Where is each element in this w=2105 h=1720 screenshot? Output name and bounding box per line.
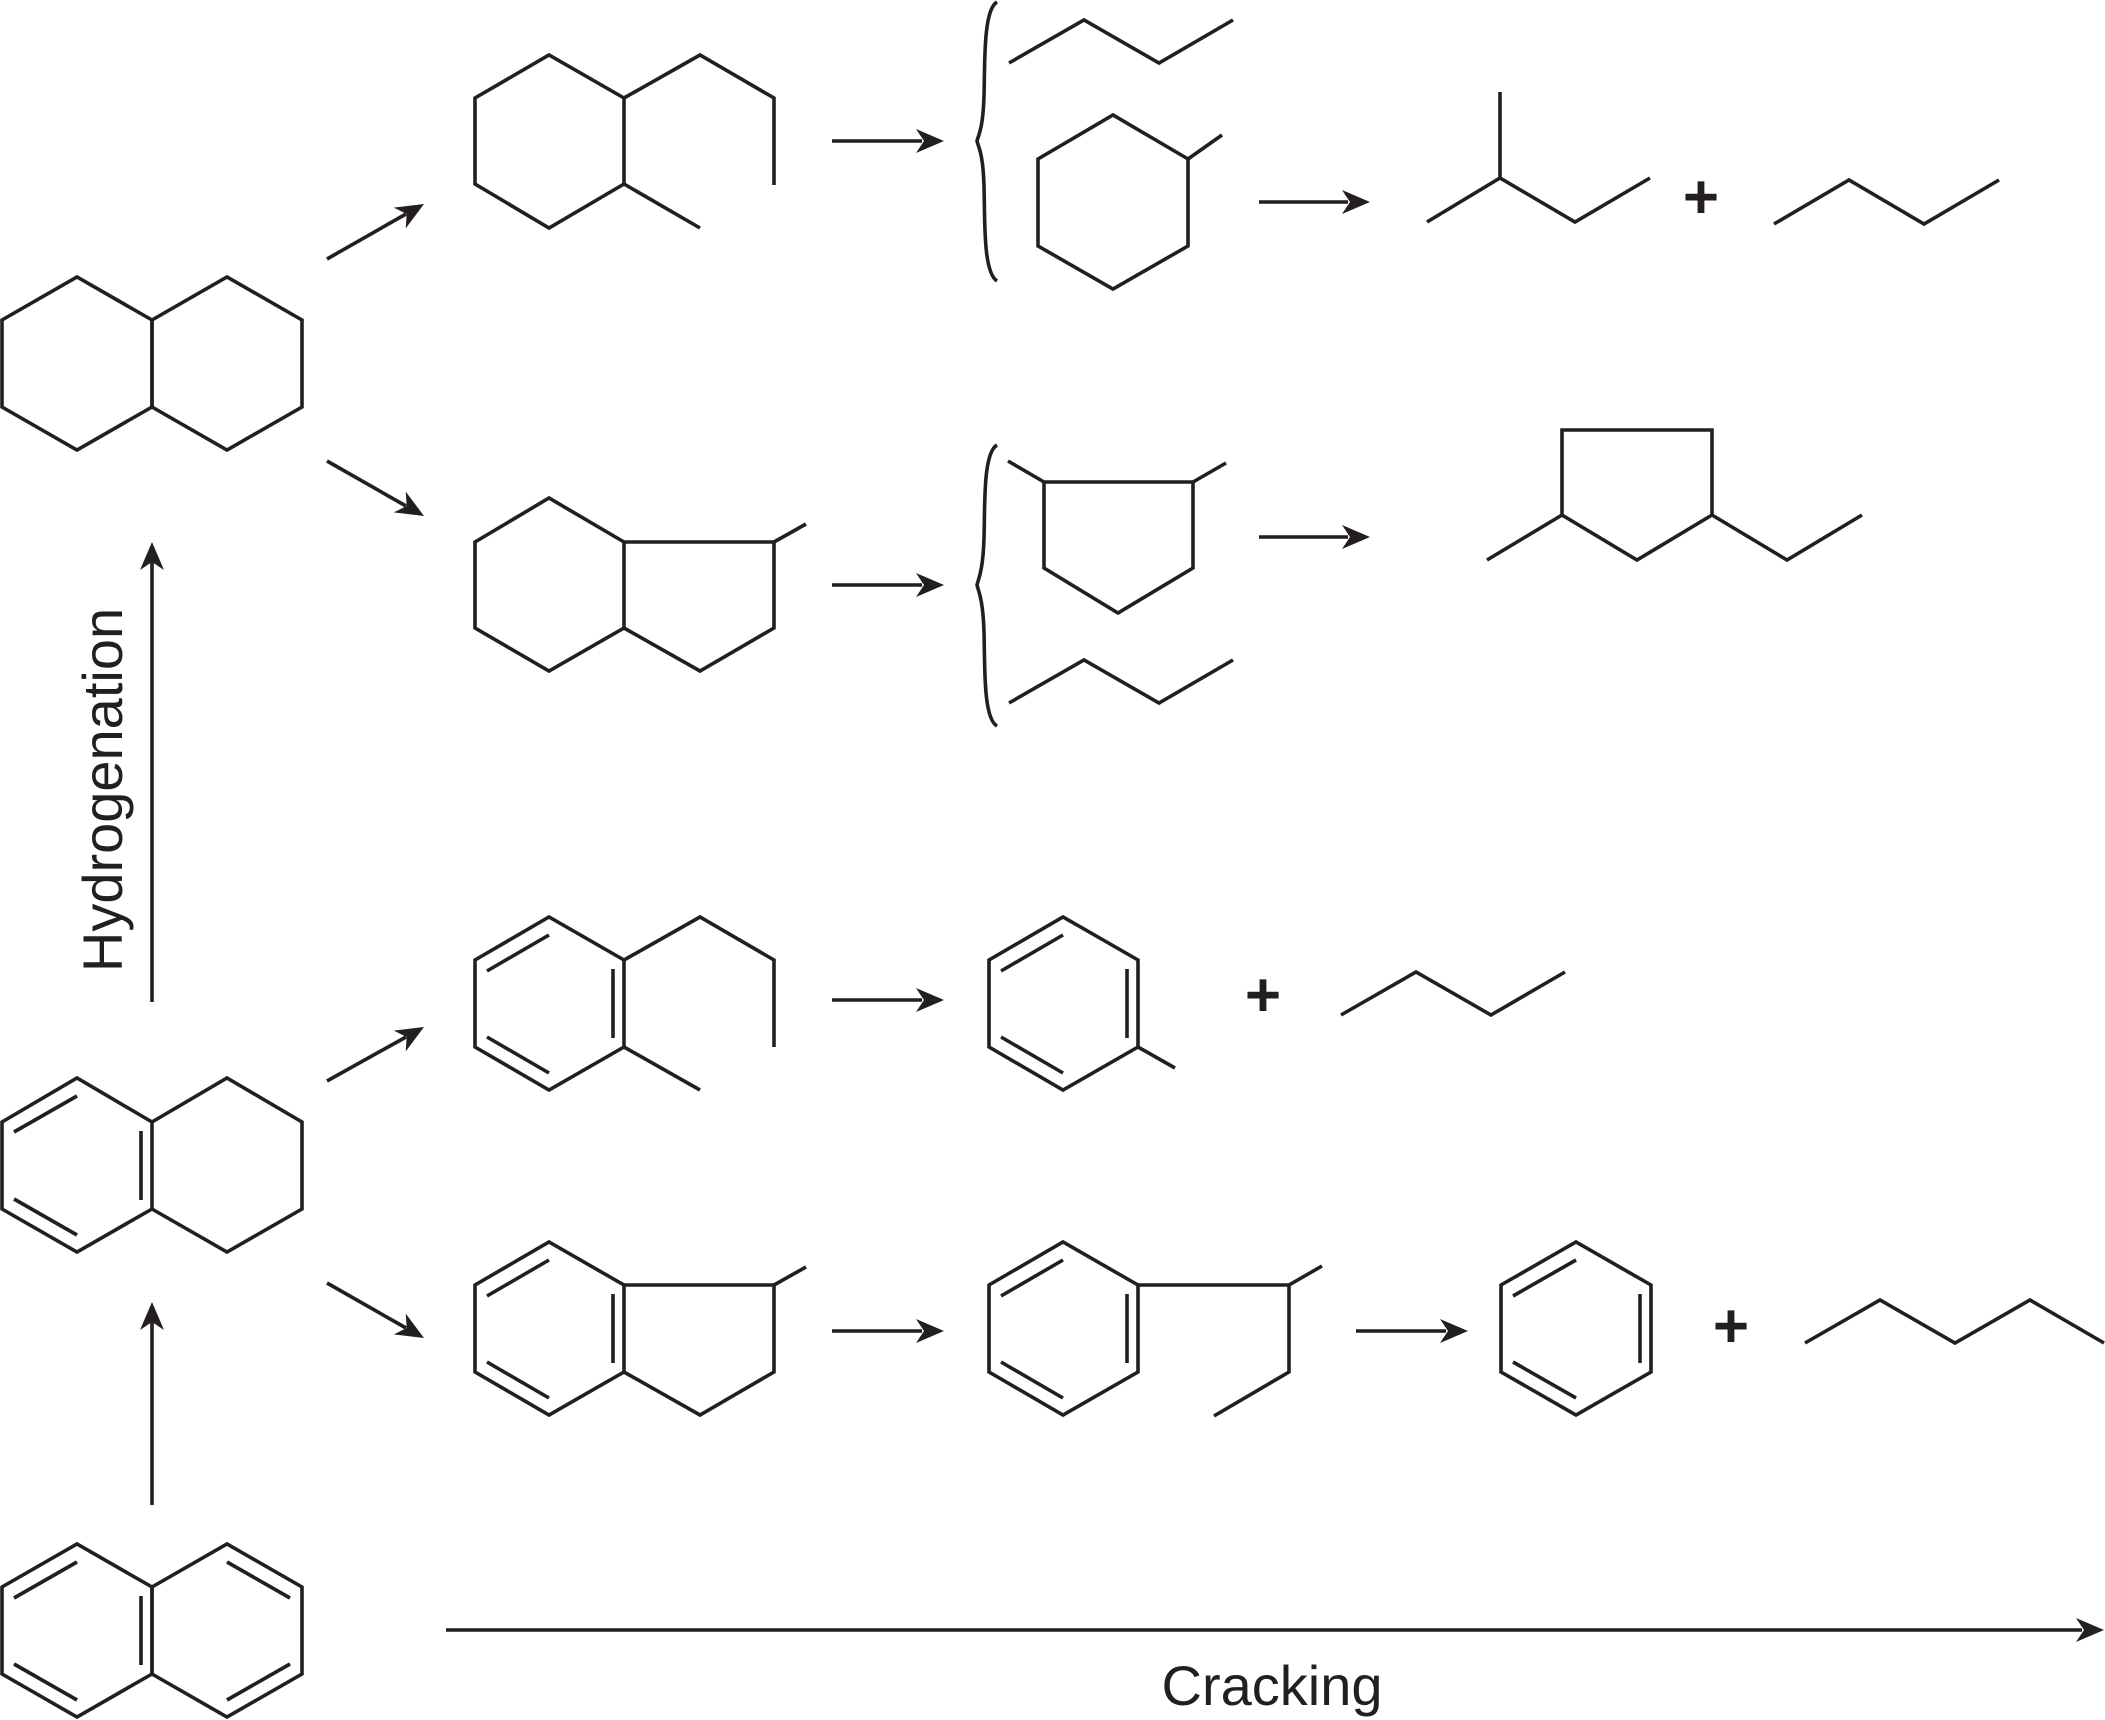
dimethyl-cyclopentane-structure xyxy=(1007,459,1227,616)
arrow-decalin-to-ring-opened xyxy=(326,193,430,261)
arrow-row1-step1 xyxy=(832,129,944,153)
methyl-indane-structure xyxy=(473,1239,807,1418)
methyl-ethyl-cyclopentane-structure xyxy=(1486,428,1863,563)
propane-product-row3 xyxy=(1340,969,1566,1018)
hydrogenation-arrow-lower xyxy=(140,1302,164,1505)
isopentane-structure xyxy=(1426,92,1651,225)
methyl-propyl-benzene-structure xyxy=(473,914,776,1093)
arrow-tetralin-to-ring-opened xyxy=(326,1016,430,1083)
arrow-row2-step2 xyxy=(1259,525,1370,549)
butane-product-row2 xyxy=(1008,657,1234,706)
butane-product-row1-end xyxy=(1773,177,2000,227)
hydrogenation-arrow-upper xyxy=(140,542,164,1002)
plus-sign-row1: + xyxy=(1683,163,1719,232)
methyl-propyl-cyclohexane-structure xyxy=(473,52,776,231)
cracking-label: Cracking xyxy=(1162,1654,1383,1717)
brace-row1 xyxy=(975,0,999,283)
tetralin-structure xyxy=(0,1075,304,1255)
arrow-tetralin-to-indane xyxy=(326,1281,430,1349)
plus-sign-row4: + xyxy=(1713,1292,1749,1361)
cracking-arrow xyxy=(446,1618,2104,1642)
decalin-structure xyxy=(0,274,304,453)
toluene-structure xyxy=(987,914,1176,1093)
naphthalene-structure xyxy=(0,1541,304,1720)
methylcyclohexane-structure xyxy=(1036,112,1224,292)
arrow-row3-step1 xyxy=(832,988,944,1012)
hydrogenation-label: Hydrogenation xyxy=(71,608,134,972)
sec-butyl-benzene-structure xyxy=(987,1239,1323,1418)
arrow-row2-step1 xyxy=(832,573,944,597)
benzene-structure xyxy=(1499,1239,1653,1418)
plus-sign-row3: + xyxy=(1245,961,1281,1030)
brace-row2 xyxy=(975,443,999,728)
butane-product-row1 xyxy=(1008,17,1234,66)
butane-product-row4 xyxy=(1804,1297,2105,1346)
arrow-row4-step2 xyxy=(1356,1319,1468,1343)
methyl-hydrindane-structure xyxy=(473,495,807,674)
arrow-decalin-to-hydrindane xyxy=(326,459,430,527)
arrow-row1-step2 xyxy=(1259,190,1370,214)
arrow-row4-step1 xyxy=(832,1319,944,1343)
